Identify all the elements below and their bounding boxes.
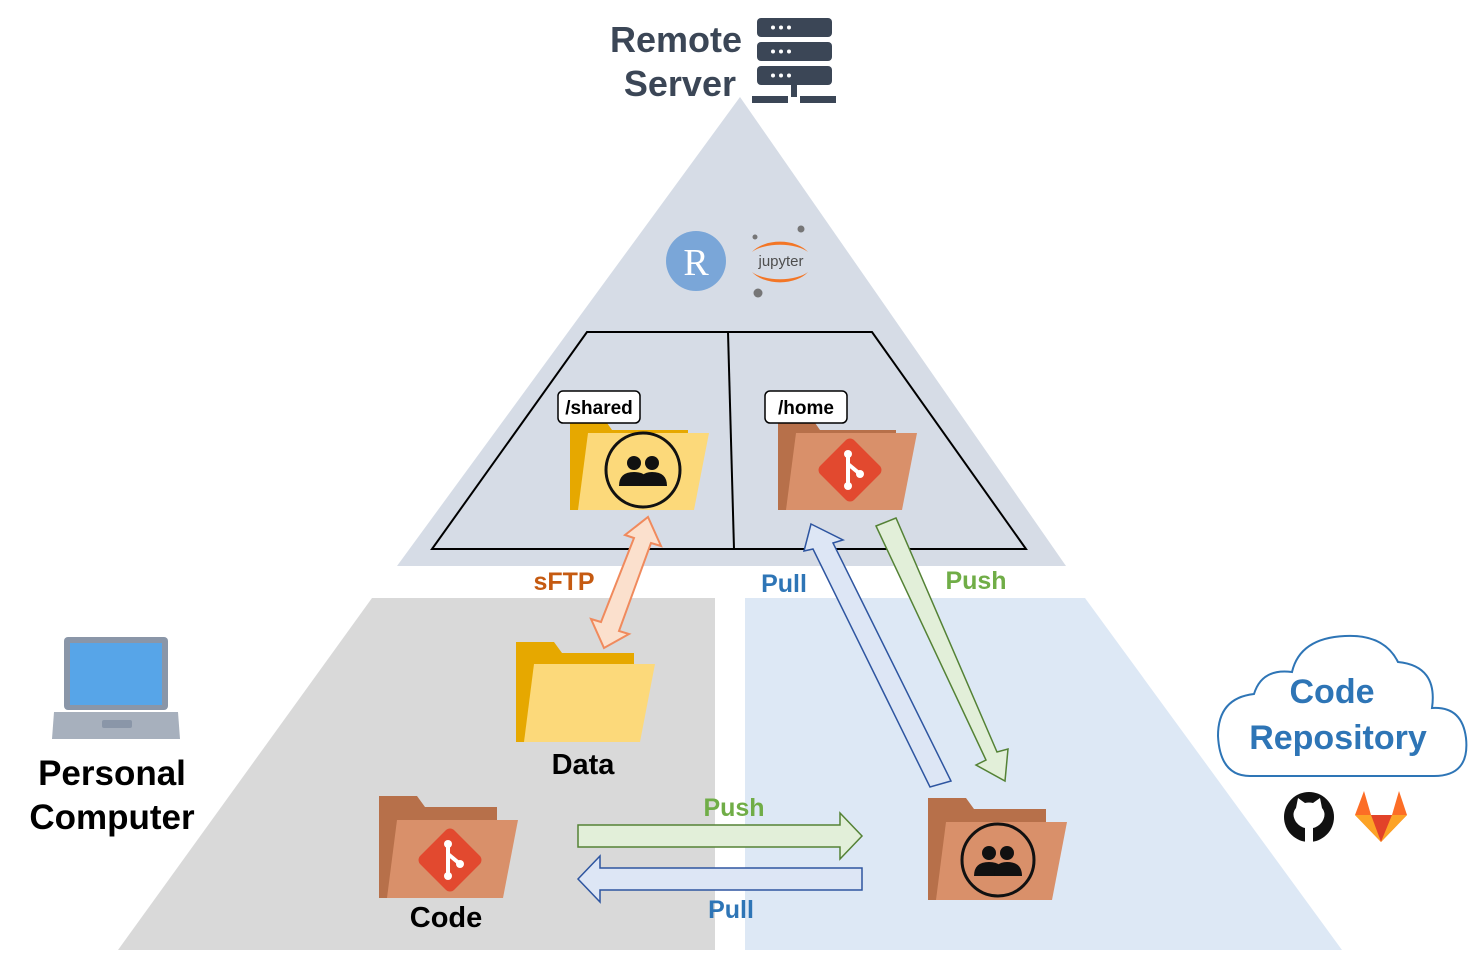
group-icon	[960, 822, 1036, 898]
code-repository-title-line1: Code	[1290, 673, 1375, 711]
code-repository-title-line2: Repository	[1249, 719, 1427, 757]
sftp-label: sFTP	[533, 568, 594, 596]
server-storage-panel	[430, 331, 1028, 550]
group-icon	[604, 431, 682, 509]
code-folder[interactable]	[379, 796, 518, 898]
code-folder-label: Code	[410, 902, 483, 934]
gitlab-icon	[1355, 791, 1407, 842]
repository-folder[interactable]	[928, 798, 1067, 900]
local-pull-label: Pull	[708, 896, 754, 924]
jupyter-logo-text: jupyter	[757, 253, 803, 270]
shared-path-tag: /shared	[557, 390, 641, 424]
r-logo-icon: R	[666, 231, 726, 291]
server-pull-arrow	[802, 522, 953, 788]
home-path-label: /home	[778, 398, 834, 419]
local-push-label: Push	[703, 794, 764, 822]
github-icon	[1284, 792, 1334, 842]
remote-server-title-line1: Remote	[610, 19, 742, 60]
r-logo-letter: R	[683, 242, 709, 284]
jupyter-logo-icon: jupyter	[752, 225, 808, 298]
local-pull-arrow	[576, 854, 863, 904]
server-rack-icon	[752, 18, 836, 103]
server-push-arrow	[874, 517, 1009, 783]
shared-path-label: /shared	[565, 398, 633, 419]
sftp-arrow	[589, 515, 663, 650]
shared-folder[interactable]	[570, 420, 709, 510]
server-push-label: Push	[945, 567, 1006, 595]
data-folder[interactable]	[516, 642, 655, 742]
home-folder[interactable]	[778, 420, 917, 510]
remote-server-title-line2: Server	[624, 63, 736, 104]
laptop-icon	[52, 637, 180, 739]
cloud-shape	[1216, 634, 1468, 777]
home-path-tag: /home	[764, 390, 848, 424]
server-pull-label: Pull	[761, 570, 807, 598]
local-push-arrow	[577, 811, 864, 861]
personal-computer-title-line2: Computer	[29, 798, 195, 837]
personal-computer-title-line1: Personal	[38, 754, 186, 793]
data-folder-label: Data	[552, 749, 616, 781]
